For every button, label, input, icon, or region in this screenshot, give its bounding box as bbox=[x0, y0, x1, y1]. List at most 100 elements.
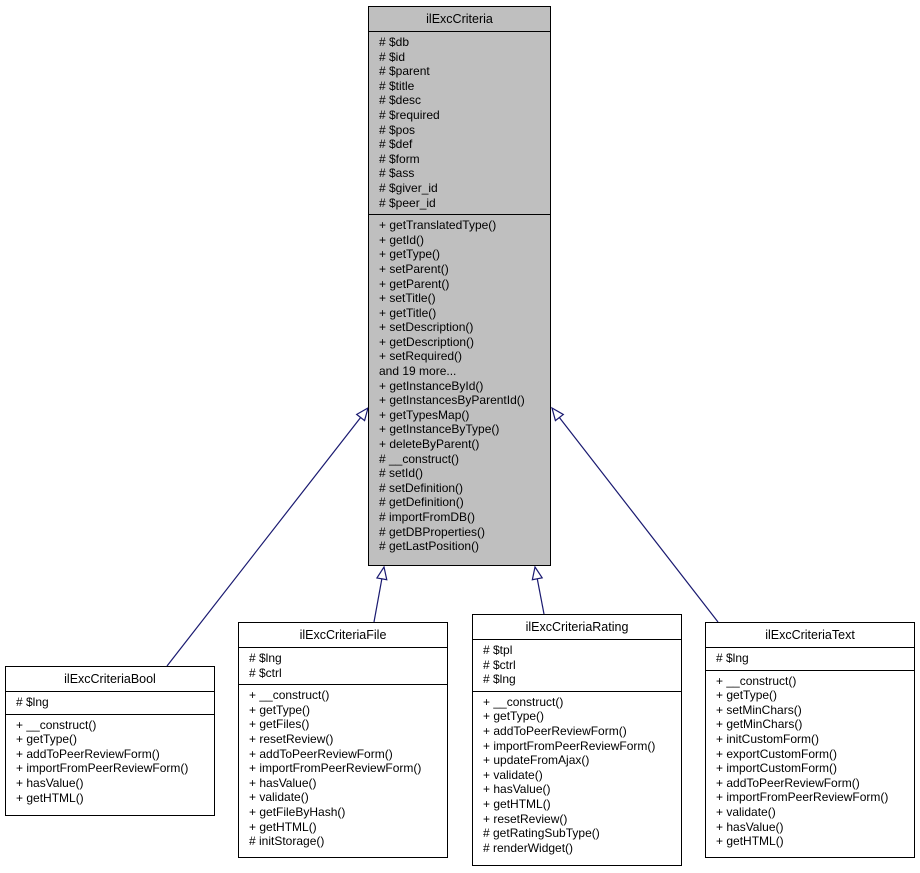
class-attribute: # $ctrl bbox=[249, 665, 282, 680]
class-method: + getId() bbox=[379, 232, 425, 247]
class-method: + importCustomForm() bbox=[716, 761, 838, 776]
class-method: + getInstanceById() bbox=[379, 378, 484, 393]
method-list: + __construct()+ getType()+ addToPeerRev… bbox=[473, 690, 681, 860]
class-method: + __construct() bbox=[716, 673, 797, 688]
class-attribute: # $def bbox=[379, 137, 413, 152]
class-method: + getHTML() bbox=[483, 796, 551, 811]
class-method: + getHTML() bbox=[16, 790, 84, 805]
class-method: + getTypesMap() bbox=[379, 407, 470, 422]
inheritance-arrowhead bbox=[355, 406, 369, 422]
inheritance-arrowhead bbox=[375, 565, 388, 581]
class-method: + setRequired() bbox=[379, 349, 463, 364]
class-method: + setDescription() bbox=[379, 320, 474, 335]
class-method: + __construct() bbox=[483, 694, 564, 709]
method-list: + __construct()+ getType()+ setMinChars(… bbox=[706, 669, 914, 853]
method-list: + __construct()+ getType()+ getFiles()+ … bbox=[239, 684, 447, 853]
class-attribute: # $ass bbox=[379, 166, 415, 181]
class-method: + getType() bbox=[379, 247, 441, 262]
class-method: + setParent() bbox=[379, 261, 449, 276]
attribute-list: # $db# $id# $parent# $title# $desc# $req… bbox=[369, 32, 550, 214]
class-attribute: # $desc bbox=[379, 93, 422, 108]
class-method: + hasValue() bbox=[249, 775, 317, 790]
class-method: + validate() bbox=[249, 790, 309, 805]
class-method: + importFromPeerReviewForm() bbox=[16, 761, 189, 776]
class-method: # setDefinition() bbox=[379, 480, 464, 495]
class-method: + validate() bbox=[483, 767, 543, 782]
class-method: + hasValue() bbox=[16, 775, 84, 790]
class-attribute: # $ctrl bbox=[483, 657, 516, 672]
class-title: ilExcCriteria bbox=[369, 7, 550, 32]
class-method: + getTitle() bbox=[379, 305, 437, 320]
class-method: + getType() bbox=[249, 702, 311, 717]
class-title: ilExcCriteriaText bbox=[706, 623, 914, 648]
class-attribute: # $id bbox=[379, 49, 406, 64]
class-attribute: # $pos bbox=[379, 122, 416, 137]
class-method: + validate() bbox=[716, 804, 776, 819]
class-method: # getLastPosition() bbox=[379, 539, 480, 554]
class-method: + getMinChars() bbox=[716, 717, 803, 732]
class-method: + setTitle() bbox=[379, 291, 436, 306]
class-title: ilExcCriteriaRating bbox=[473, 615, 681, 640]
class-method: + exportCustomForm() bbox=[716, 746, 838, 761]
class-attribute: # $title bbox=[379, 78, 415, 93]
method-list: + getTranslatedType()+ getId()+ getType(… bbox=[369, 214, 550, 558]
class-method: + hasValue() bbox=[483, 782, 551, 797]
attribute-list: # $lng bbox=[706, 648, 914, 670]
class-method: # setId() bbox=[379, 466, 424, 481]
class-method: + getFiles() bbox=[249, 717, 310, 732]
class-method: + resetReview() bbox=[249, 731, 334, 746]
class-method: + getHTML() bbox=[716, 834, 784, 849]
class-method: + getInstancesByParentId() bbox=[379, 393, 525, 408]
class-method: + deleteByParent() bbox=[379, 437, 480, 452]
class-method: + importFromPeerReviewForm() bbox=[716, 790, 889, 805]
inheritance-arrowhead bbox=[551, 406, 565, 422]
class-method: + updateFromAjax() bbox=[483, 753, 590, 768]
class-method: + getTranslatedType() bbox=[379, 218, 497, 233]
class-title: ilExcCriteriaBool bbox=[6, 667, 214, 692]
class-method: # getDBProperties() bbox=[379, 524, 486, 539]
class-method: # getDefinition() bbox=[379, 495, 464, 510]
class-attribute: # $tpl bbox=[483, 643, 513, 657]
class-method: and 19 more... bbox=[379, 364, 457, 379]
class-method: + getType() bbox=[16, 732, 78, 747]
class-method: + getHTML() bbox=[249, 819, 317, 834]
inheritance-arrowhead bbox=[531, 565, 544, 581]
class-ilexccriteriatext[interactable]: ilExcCriteriaText # $lng + __construct()… bbox=[705, 622, 915, 858]
class-method: + hasValue() bbox=[716, 819, 784, 834]
class-method: + initCustomForm() bbox=[716, 731, 820, 746]
class-method: + getFileByHash() bbox=[249, 804, 346, 819]
class-attribute: # $lng bbox=[249, 651, 282, 665]
class-attribute: # $lng bbox=[483, 672, 516, 687]
class-method: + addToPeerReviewForm() bbox=[16, 746, 160, 761]
class-method: + getDescription() bbox=[379, 334, 475, 349]
class-ilexccriteriarating[interactable]: ilExcCriteriaRating # $tpl# $ctrl# $lng … bbox=[472, 614, 682, 866]
class-method: + addToPeerReviewForm() bbox=[249, 746, 393, 761]
class-attribute: # $parent bbox=[379, 64, 430, 79]
class-method: + __construct() bbox=[249, 688, 330, 703]
class-method: # importFromDB() bbox=[379, 510, 476, 524]
class-attribute: # $lng bbox=[716, 651, 749, 665]
method-list: + __construct()+ getType()+ addToPeerRev… bbox=[6, 713, 214, 810]
edge-bool-to-base bbox=[166, 417, 362, 667]
attribute-list: # $lng# $ctrl bbox=[239, 648, 447, 684]
class-method: + getType() bbox=[483, 709, 545, 724]
class-attribute: # $peer_id bbox=[379, 195, 436, 210]
class-attribute: # $db bbox=[379, 35, 410, 49]
class-attribute: # $lng bbox=[16, 695, 49, 709]
class-method: # initStorage() bbox=[249, 834, 325, 849]
class-ilexccriteriabool[interactable]: ilExcCriteriaBool # $lng + __construct()… bbox=[5, 666, 215, 816]
class-ilexccriteriafile[interactable]: ilExcCriteriaFile # $lng# $ctrl + __cons… bbox=[238, 622, 448, 858]
class-attribute: # $form bbox=[379, 151, 420, 166]
class-method: + getInstanceByType() bbox=[379, 422, 500, 437]
class-attribute: # $giver_id bbox=[379, 180, 438, 195]
class-attribute: # $required bbox=[379, 107, 440, 122]
class-title: ilExcCriteriaFile bbox=[239, 623, 447, 648]
class-ilexccriteria[interactable]: ilExcCriteria # $db# $id# $parent# $titl… bbox=[368, 6, 551, 566]
class-method: + addToPeerReviewForm() bbox=[483, 723, 627, 738]
class-method: + importFromPeerReviewForm() bbox=[483, 738, 656, 753]
class-method: + resetReview() bbox=[483, 811, 568, 826]
class-method: + getParent() bbox=[379, 276, 450, 291]
class-method: # renderWidget() bbox=[483, 840, 574, 855]
attribute-list: # $lng bbox=[6, 692, 214, 714]
